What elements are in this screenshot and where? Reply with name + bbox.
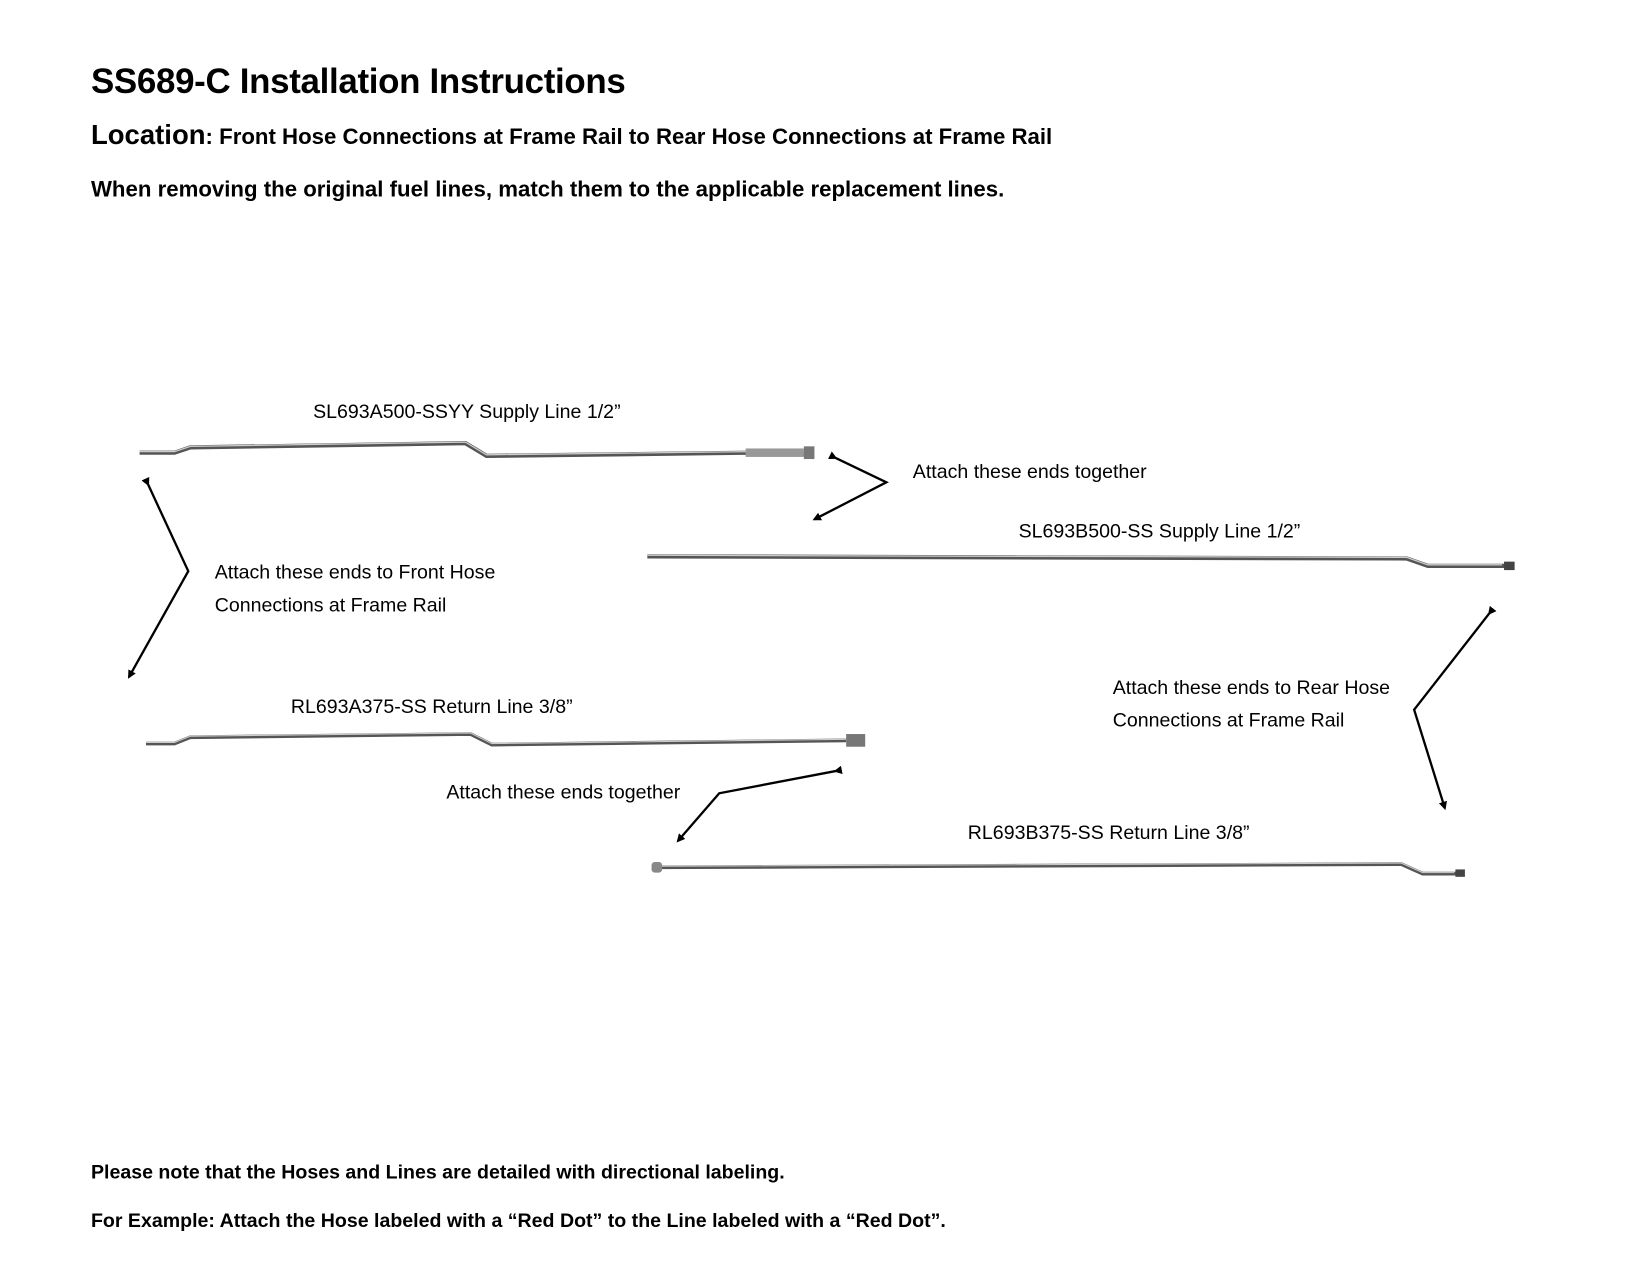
supply-line-b-image (647, 554, 1515, 571)
note-red-dot-example: For Example: Attach the Hose labeled wit… (90, 1208, 946, 1232)
callout-front-line2: Connections at Frame Rail (214, 593, 447, 616)
callout-rear-line1: Attach these ends to Rear Hose (1112, 675, 1391, 699)
callout-rear-line2: Connections at Frame Rail (1112, 708, 1345, 731)
location-label: Location (90, 118, 206, 151)
supply-line-a-image (139, 441, 815, 460)
arrow-rear-hose (1412, 605, 1497, 811)
callout-together-bottom: Attach these ends together (446, 780, 681, 803)
supply-line-a-label: SL693A500-SSYY Supply Line 1/2” (313, 399, 621, 423)
note-directional-labeling: Please note that the Hoses and Lines are… (90, 1160, 785, 1183)
arrow-together-top (812, 451, 889, 521)
page-title: SS689-C Installation Instructions (90, 61, 626, 101)
arrow-front-hose (128, 476, 190, 679)
callout-rear-hose: Attach these ends to Rear Hose Connectio… (1113, 671, 1390, 737)
callout-arrows (128, 451, 1497, 843)
arrow-together-bottom (676, 765, 843, 843)
location-text: : Front Hose Connections at Frame Rail t… (205, 124, 1053, 150)
callout-front-line1: Attach these ends to Front Hose (214, 560, 496, 583)
return-line-a-label: RL693A375-SS Return Line 3/8” (290, 694, 573, 718)
return-line-b-label: RL693B375-SS Return Line 3/8” (967, 820, 1250, 843)
location-line: Location: Front Hose Connections at Fram… (91, 118, 1052, 151)
return-line-b-image (651, 862, 1465, 877)
supply-line-b-label: SL693B500-SS Supply Line 1/2” (1018, 519, 1301, 542)
callout-together-top: Attach these ends together (912, 460, 1147, 483)
return-line-a-image (145, 732, 866, 747)
instruction-text: When removing the original fuel lines, m… (90, 177, 1005, 203)
callout-front-hose: Attach these ends to Front Hose Connecti… (215, 555, 496, 621)
